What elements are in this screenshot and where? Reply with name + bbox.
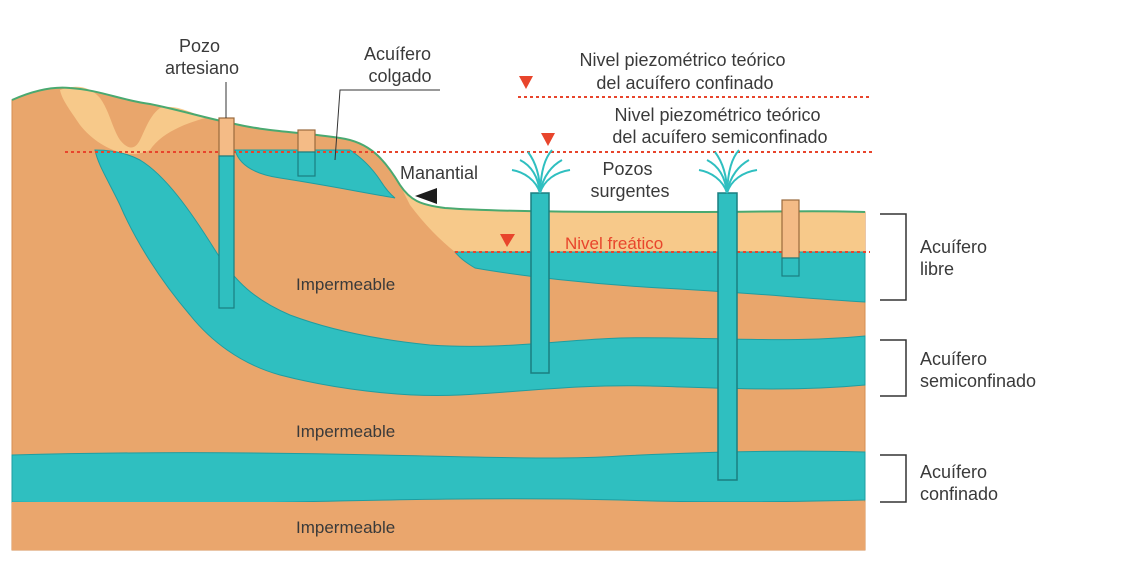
impermeable-upper-label: Impermeable (296, 275, 395, 294)
acuifero-colgado-label: Acuífero colgado (364, 44, 436, 86)
manantial-label: Manantial (400, 163, 478, 183)
free-aquifer-well-water (782, 258, 799, 276)
pozos-surgentes-label: Pozos surgentes (590, 159, 669, 201)
impermeable-middle-label: Impermeable (296, 422, 395, 441)
semiconfined-level-marker-icon (541, 133, 555, 146)
acuifero-confinado-label: Acuífero confinado (920, 462, 998, 504)
fountain-spray-icon-2 (699, 150, 757, 193)
acuifero-semiconfinado-label: Acuífero semiconfinado (920, 349, 1036, 391)
fountain-spray-icon (512, 150, 570, 193)
semiconfined-aquifer-bracket (880, 340, 906, 396)
artesian-well-casing (219, 118, 234, 156)
perched-well-casing (298, 130, 315, 152)
free-aquifer-bracket (880, 214, 906, 300)
surgent-well-1-pipe (531, 193, 549, 373)
acuifero-libre-label: Acuífero libre (920, 237, 992, 279)
nivel-freatico-label: Nivel freático (565, 234, 663, 253)
bottom-impermeable-band (12, 502, 865, 550)
confined-aquifer-bracket (880, 455, 906, 502)
perched-well-water (298, 152, 315, 176)
artesian-well-water (219, 156, 234, 308)
confined-level-marker-icon (519, 76, 533, 89)
confined-piezometric-level-label: Nivel piezométrico teórico del acuífero … (579, 50, 790, 93)
free-aquifer-well-casing (782, 200, 799, 258)
surgent-well-2-pipe (718, 193, 737, 480)
pozo-artesiano-label: Pozo artesiano (165, 36, 239, 78)
impermeable-bottom-label: Impermeable (296, 518, 395, 537)
semiconfined-piezometric-level-label: Nivel piezométrico teórico del acuífero … (612, 105, 827, 147)
